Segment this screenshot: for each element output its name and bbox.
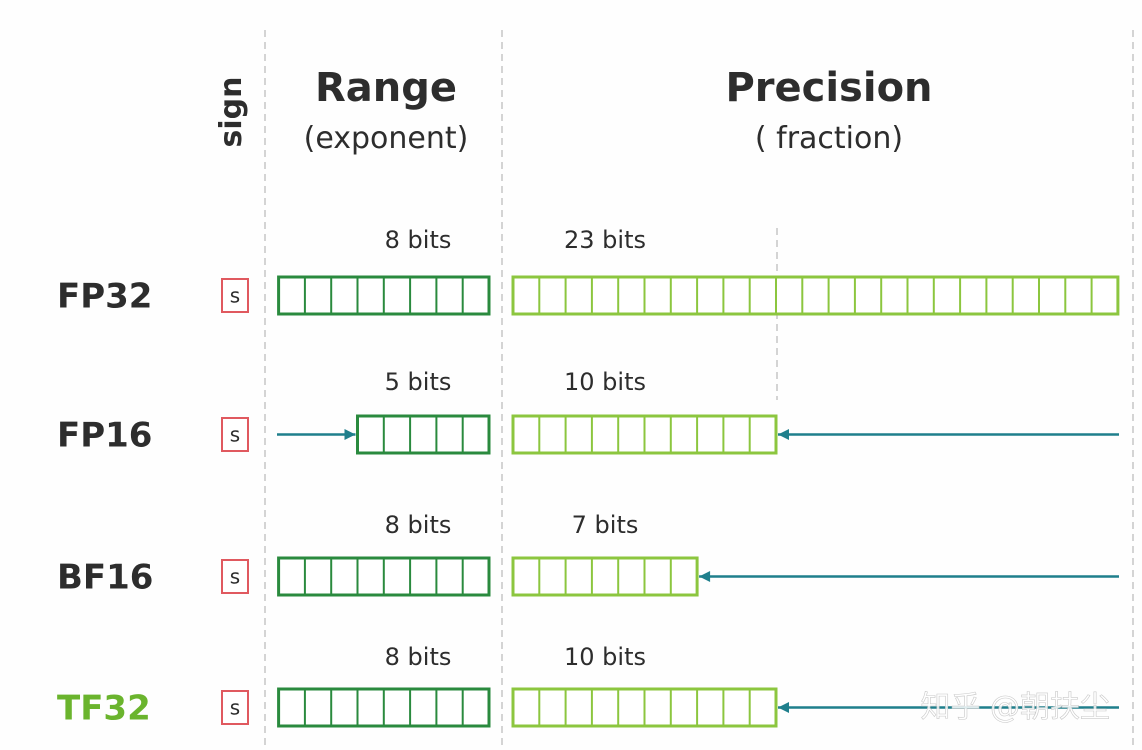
tf32-exponent-label: 8 bits: [385, 643, 452, 671]
header-sign: sign: [214, 77, 249, 148]
fp16-sign-box: [221, 417, 249, 452]
header-precision-subtitle: ( fraction): [755, 121, 903, 156]
bf16-format-name: BF16: [57, 558, 153, 598]
fp32-format-name: FP32: [57, 277, 152, 317]
bf16-sign-label: s: [230, 565, 240, 589]
tf32-fraction-label: 10 bits: [564, 643, 646, 671]
fp32-sign-label: s: [230, 284, 240, 308]
fp32-sign-box: [221, 278, 249, 313]
tf32-sign-box: [221, 690, 249, 725]
fp16-sign-label: s: [230, 423, 240, 447]
fp32-exponent-label: 8 bits: [385, 226, 452, 254]
bf16-fraction-label: 7 bits: [572, 511, 639, 539]
fp16-exponent-block: [356, 414, 491, 455]
bf16-fraction-block: [511, 556, 699, 597]
bf16-sign-box: [221, 559, 249, 594]
fp16-exponent-label: 5 bits: [385, 368, 452, 396]
bf16-exponent-label: 8 bits: [385, 511, 452, 539]
tf32-sign-label: s: [230, 696, 240, 720]
watermark: 知乎 @朝扶尘: [920, 690, 1110, 725]
header-precision-title: Precision: [725, 65, 932, 111]
bf16-fraction-arrow-head: [699, 571, 711, 582]
fp16-format-name: FP16: [57, 416, 152, 456]
fp32-fraction-label: 23 bits: [564, 226, 646, 254]
fp16-fraction-arrow-head: [778, 429, 789, 440]
header-range-title: Range: [315, 65, 457, 111]
fp16-exponent-arrow-head: [344, 429, 356, 440]
tf32-fraction-arrow-head: [778, 702, 789, 713]
header-range-subtitle: (exponent): [304, 121, 469, 156]
tf32-format-name: TF32: [57, 689, 151, 729]
fp16-fraction-label: 10 bits: [564, 368, 646, 396]
fp32-fraction-block: [511, 275, 1120, 316]
